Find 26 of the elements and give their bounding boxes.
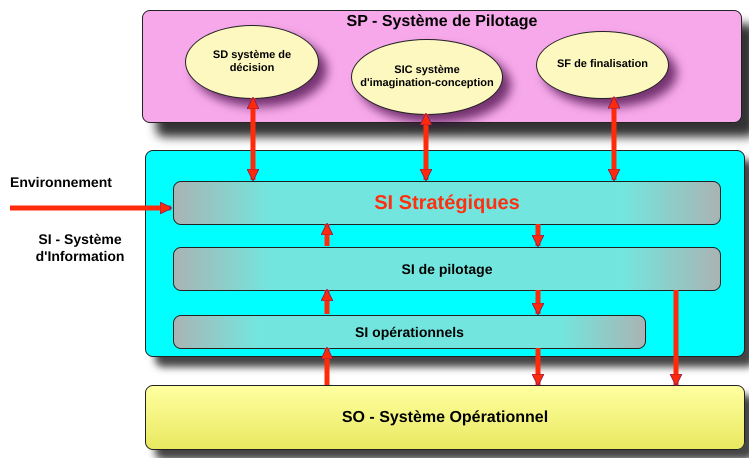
arrow — [320, 288, 334, 314]
arrow — [608, 96, 620, 182]
layer-bar — [173, 315, 646, 349]
node-title: SF de finalisation — [556, 58, 648, 72]
arrow — [670, 290, 682, 386]
node-title: SI de pilotage — [401, 260, 492, 278]
arrow — [532, 290, 544, 316]
node-title: SIC système d'imagination-conception — [359, 64, 495, 90]
arrow — [532, 348, 544, 386]
node-title: SP - Système de Pilotage — [346, 12, 538, 32]
arrow — [320, 222, 334, 246]
node-title: SD système de décision — [212, 48, 292, 76]
arrow — [246, 96, 260, 182]
node-title: SI - Système d'Information — [34, 231, 126, 265]
node-title: SO - Système Opérationnel — [342, 408, 548, 428]
arrow — [420, 112, 432, 182]
environment-label: Environnement — [10, 174, 112, 191]
arrow — [532, 224, 544, 248]
system-panel — [142, 10, 742, 123]
arrow — [10, 202, 172, 214]
system-panel — [145, 385, 745, 450]
node-title: SI opérationnels — [355, 324, 464, 340]
layer-bar — [173, 181, 721, 225]
layer-bar — [173, 247, 721, 291]
node-title: SI Stratégiques — [374, 191, 520, 215]
arrow — [320, 346, 334, 385]
